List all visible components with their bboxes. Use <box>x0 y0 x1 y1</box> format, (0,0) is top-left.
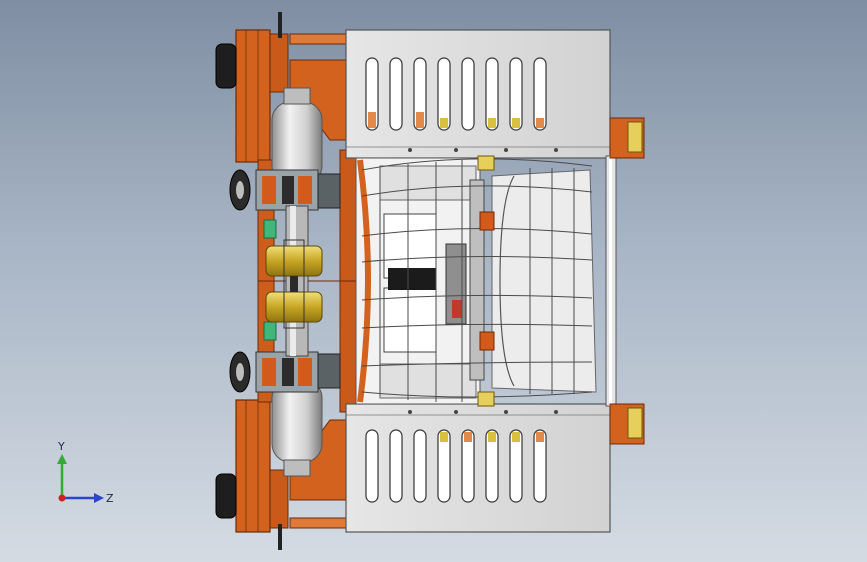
bottom-cover-panel <box>345 403 611 533</box>
central-chassis <box>355 157 485 405</box>
fasteners <box>408 148 558 414</box>
inner-cage <box>491 169 597 393</box>
y-axis-label: Y <box>57 440 65 453</box>
coordinate-triad: Y Z <box>57 440 114 505</box>
top-cover-panel <box>345 29 611 159</box>
frame-rods <box>278 12 351 550</box>
right-brackets <box>609 117 645 445</box>
z-axis-label: Z <box>106 492 114 505</box>
gearbox-bottom <box>255 351 341 393</box>
gearbox-top <box>255 169 341 211</box>
top-slot-highlights <box>368 112 544 128</box>
caster-wheels <box>215 43 251 519</box>
top-cover-slots <box>365 57 547 131</box>
left-frame <box>235 29 357 533</box>
x-axis-dot-icon <box>58 494 66 502</box>
drive-motor-bottom <box>271 379 323 477</box>
wire-cage-grid <box>361 158 593 402</box>
y-axis-arrow-icon <box>57 454 67 464</box>
z-axis-arrow-icon <box>94 493 104 503</box>
gold-couplings <box>265 239 323 329</box>
right-guide-rod <box>605 155 617 407</box>
center-gold-blocks <box>477 155 495 407</box>
drive-motor-top <box>271 87 323 185</box>
bottom-cover-slots <box>365 429 547 503</box>
bottom-slot-highlights <box>440 432 544 442</box>
green-connectors <box>263 219 277 341</box>
